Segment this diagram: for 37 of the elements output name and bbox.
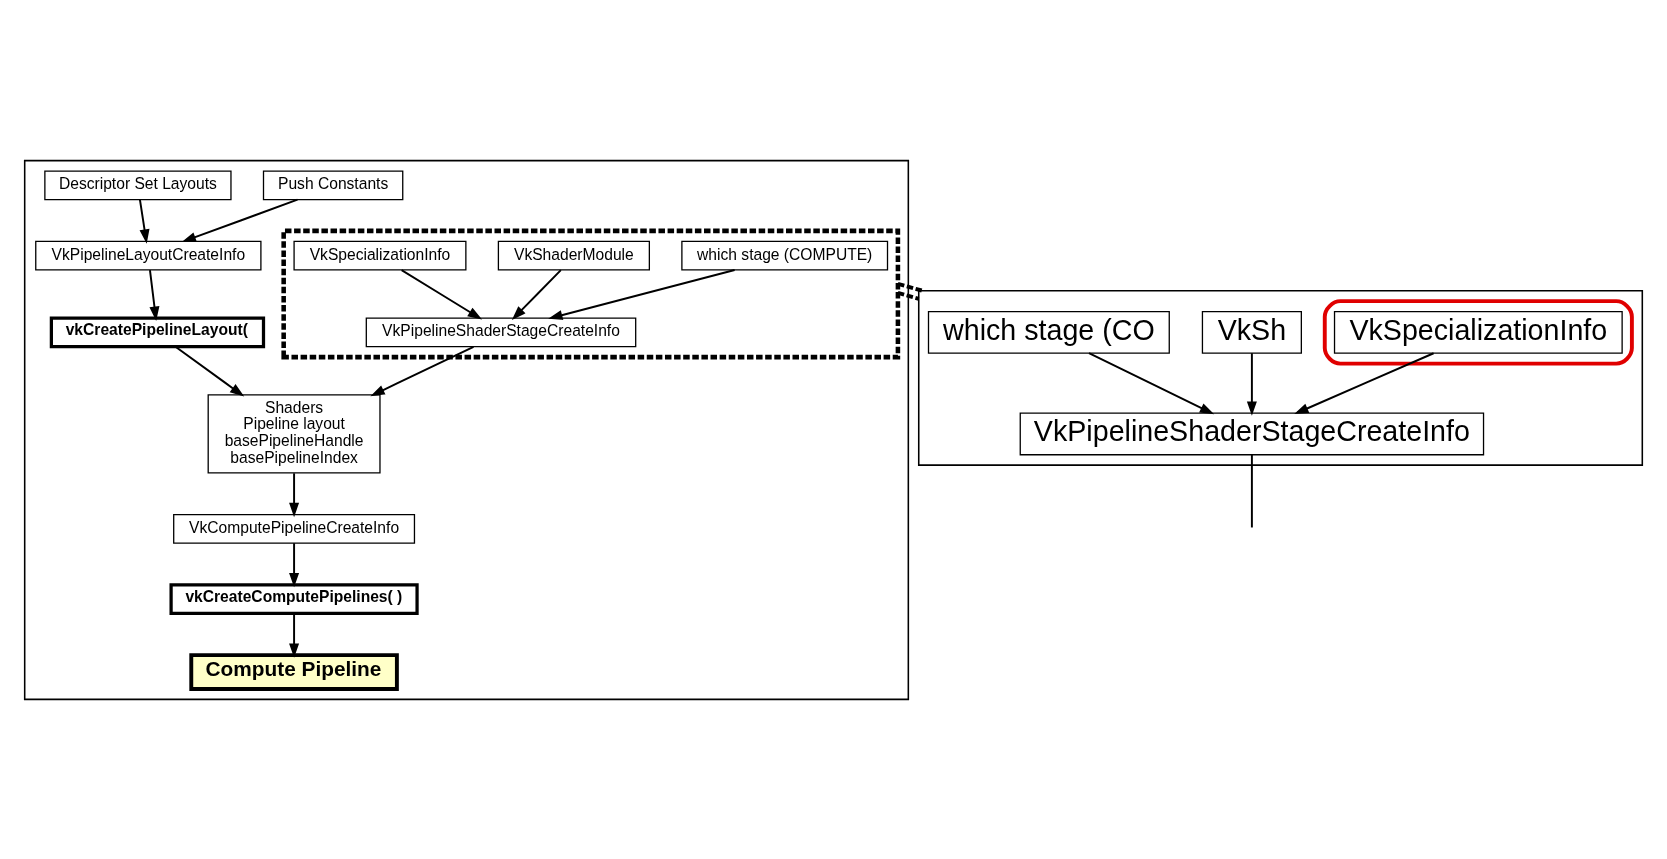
arrow <box>289 471 300 517</box>
arrow <box>370 345 475 396</box>
node-box: Descriptor Set Layouts <box>44 169 232 200</box>
arrow <box>511 268 562 320</box>
node-box: VkShaderModule <box>497 240 650 271</box>
connector <box>1250 453 1253 528</box>
node-box: VkSpecializationInfo <box>1333 310 1623 354</box>
arrow <box>1088 351 1215 414</box>
node-box: vkCreatePipelineLayout( <box>49 315 266 348</box>
node-box: VkPipelineLayoutCreateInfo <box>35 240 262 271</box>
arrow <box>138 198 150 244</box>
cluster <box>23 159 910 700</box>
arrow <box>181 198 299 242</box>
arrow <box>149 268 160 321</box>
cluster <box>1322 298 1634 366</box>
node-box: Push Constants <box>262 169 404 200</box>
arrow <box>174 345 245 397</box>
arrow <box>1294 351 1435 414</box>
connector <box>897 290 920 301</box>
node-box: VkPipelineShaderStageCreateInfo <box>1019 411 1485 455</box>
cluster <box>281 228 901 359</box>
node-box: Shaders Pipeline layout basePipelineHandle basePipelineIndex <box>207 393 381 474</box>
arrow <box>1246 351 1257 416</box>
node-box: Compute Pipeline <box>189 652 399 691</box>
arrow <box>400 268 483 319</box>
node-box: VkComputePipelineCreateInfo <box>173 513 416 544</box>
arrow <box>289 541 300 587</box>
node-box: VkPipelineShaderStageCreateInfo <box>365 316 637 347</box>
node-box: VkSh <box>1201 310 1302 354</box>
node-box: which stage (CO <box>927 310 1170 354</box>
node-box: vkCreateComputePipelines( ) <box>169 582 419 615</box>
node-box: which stage (COMPUTE) <box>681 240 889 271</box>
connector <box>897 281 924 293</box>
cluster <box>917 289 1644 466</box>
arrow <box>548 268 736 320</box>
arrow <box>289 612 300 658</box>
node-box: VkSpecializationInfo <box>293 240 467 271</box>
